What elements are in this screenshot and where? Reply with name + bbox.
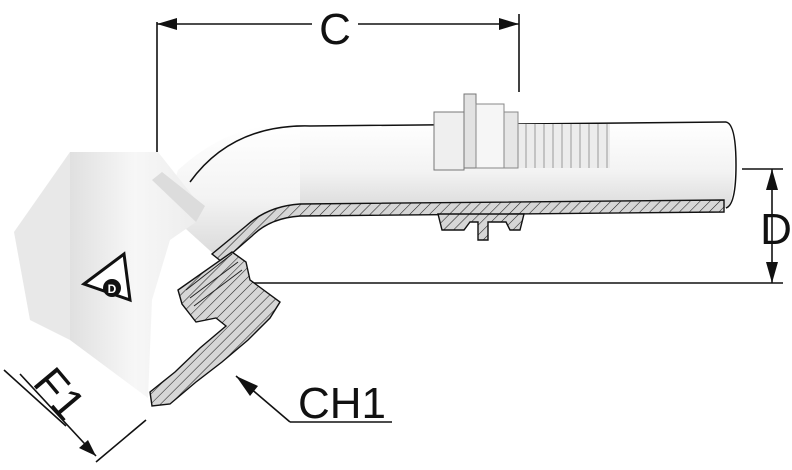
tube-outline-top <box>189 121 727 183</box>
tube-outline-end <box>725 121 737 209</box>
manufacturer-logo: D <box>80 251 132 303</box>
f1-arrow-end <box>79 440 96 456</box>
dimension-ch1: CH1 <box>235 375 392 428</box>
swivel-nut-side <box>14 152 70 340</box>
d-arrow-bottom <box>766 262 778 283</box>
d-arrow-top <box>766 169 778 190</box>
f1-dimension-line <box>19 373 97 457</box>
dimension-d-label: D <box>760 205 792 254</box>
dimension-c: C <box>156 0 520 152</box>
section-hatch-tube <box>210 199 725 263</box>
swivel-nut-face <box>70 152 200 398</box>
f1-extension-b <box>95 419 147 463</box>
serrated-stem <box>516 124 610 168</box>
logo-letter: D <box>108 282 117 296</box>
f1-extension-a <box>3 369 67 427</box>
tube-bend <box>165 124 300 258</box>
section-stem-groove <box>437 213 525 241</box>
nut-thread-lines <box>185 253 243 307</box>
dimension-f1-label: F1 <box>24 359 95 430</box>
c-arrow-right <box>499 18 519 30</box>
c-arrow-left <box>157 18 177 30</box>
dimension-d: D <box>240 168 792 284</box>
stem-collar <box>433 93 519 171</box>
fitting-body: D <box>14 93 737 407</box>
dimension-c-label: C <box>319 5 351 54</box>
dimension-ch1-label: CH1 <box>298 379 386 428</box>
swivel-nut-top <box>152 172 205 222</box>
ch1-arrow <box>236 376 258 396</box>
section-hatch-nut <box>149 251 281 407</box>
